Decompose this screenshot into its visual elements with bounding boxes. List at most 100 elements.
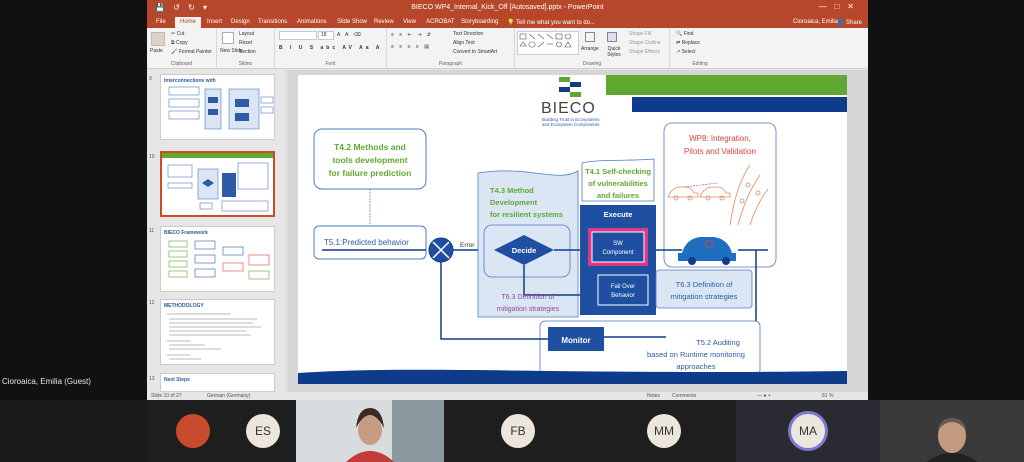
footer-wave — [298, 369, 847, 384]
menu-acrobat[interactable]: ACROBAT — [426, 19, 455, 25]
thumb-diagram — [168, 86, 274, 130]
copy-label: Copy — [175, 40, 188, 46]
copy-button[interactable]: ⧉ Copy — [171, 40, 188, 46]
drawing-caption: Drawing — [582, 61, 602, 67]
participant-video-tile[interactable] — [880, 400, 1024, 462]
t52-line-2: based on Runtime monitoring — [647, 350, 745, 359]
participant-tile[interactable]: MM — [592, 400, 736, 462]
thumb-text-lines — [167, 313, 261, 360]
t52-line-1: T5.2 Auditing — [696, 338, 740, 347]
shape-effects-button[interactable]: Shape Effects — [629, 49, 661, 55]
header-green-bar — [606, 75, 847, 95]
language-indicator[interactable]: German (Germany) — [207, 393, 251, 399]
person-video-icon — [880, 400, 1024, 462]
participant-video-tile[interactable] — [296, 400, 444, 462]
monitor-to-junction-arrow — [440, 262, 548, 340]
share-button[interactable]: 👤 Share — [836, 20, 862, 26]
powerpoint-window: 💾 ↺ ↻ ▾ BIECO WP4_Internal_Kick_Off [Aut… — [147, 0, 868, 400]
shapes-gallery[interactable] — [517, 31, 579, 55]
menu-transitions[interactable]: Transitions — [258, 19, 288, 25]
font-group: 18 A A ⌫ B I U S abc AV Aa A Font — [275, 28, 387, 69]
error-label: Error — [460, 242, 475, 249]
monitor-label: Monitor — [561, 336, 590, 345]
v2v-link — [683, 182, 719, 188]
menu-view[interactable]: View — [403, 19, 416, 25]
tell-me-search[interactable]: 💡 Tell me what you want to do... — [507, 20, 596, 26]
t63-right-line-2: mitigation strategies — [671, 292, 738, 301]
section-button[interactable]: Section — [239, 49, 256, 55]
find-button[interactable]: 🔍 Find — [676, 31, 694, 37]
menu-animations[interactable]: Animations — [297, 19, 327, 25]
list-icons[interactable]: ≡ ≡ ⇤ ⇥ ⇵ — [391, 32, 433, 38]
find-label: Find — [683, 31, 694, 37]
align-icons[interactable]: ≡ ≡ ≡ ≡ ▤ — [391, 44, 431, 50]
thumbnail-slide-13[interactable]: Next Steps — [160, 373, 275, 392]
logo-subtitle-2: and Ecosystem Components — [542, 122, 600, 127]
text-direction-button[interactable]: Text Direction — [453, 31, 484, 37]
t43-line-2: Development — [490, 198, 538, 207]
thumbnail-slide-10[interactable] — [160, 151, 275, 217]
execute-label: Execute — [604, 210, 633, 219]
thumbnail-slide-11[interactable]: BIECO Framework — [160, 226, 275, 292]
new-slide-icon[interactable] — [222, 32, 234, 44]
participant-tile-speaking[interactable]: MA — [736, 400, 880, 462]
shapes-gallery-icons — [519, 33, 572, 48]
shape-fill-button[interactable]: Shape Fill — [629, 31, 652, 37]
editing-caption: Editing — [692, 61, 708, 67]
notes-button[interactable]: Notes — [647, 393, 661, 399]
participant-tile[interactable]: FB — [444, 400, 592, 462]
menu-review[interactable]: Review — [374, 19, 394, 25]
align-text-button[interactable]: Align Text — [453, 40, 475, 46]
format-painter-label: Format Painter — [178, 49, 212, 55]
menu-insert[interactable]: Insert — [207, 19, 223, 25]
font-size-box[interactable]: 18 — [318, 31, 334, 40]
select-button[interactable]: ↗ Select — [676, 49, 696, 55]
menu-file[interactable]: File — [156, 19, 166, 25]
arrange-label[interactable]: Arrange — [581, 46, 599, 52]
shape-outline-button[interactable]: Shape Outline — [629, 40, 661, 46]
comments-button[interactable]: Comments — [672, 393, 697, 399]
menu-storyboarding[interactable]: Storyboarding — [461, 19, 499, 25]
menu-slide-show[interactable]: Slide Show — [337, 19, 368, 25]
menu-home[interactable]: Home — [175, 17, 202, 28]
menu-design[interactable]: Design — [231, 19, 250, 25]
decide-diamond — [494, 235, 554, 265]
menu-bar: File Home Insert Design Transitions Anim… — [147, 17, 868, 28]
layout-button[interactable]: Layout — [239, 31, 255, 37]
quick-styles-label[interactable]: Quick Styles — [607, 46, 621, 58]
font-name-box[interactable] — [279, 31, 317, 40]
slide-counter: Slide 10 of 27 — [151, 393, 182, 399]
participant-tile[interactable]: ES — [148, 400, 296, 462]
sw-component-box[interactable] — [591, 231, 645, 263]
thumb-title: Next Steps — [164, 377, 190, 383]
arrange-icon[interactable] — [585, 32, 595, 42]
window-title: BIECO WP4_Internal_Kick_Off [Autosaved].… — [411, 4, 604, 11]
thumb-number: 11 — [149, 228, 155, 234]
slide-canvas[interactable]: BIECO Building Trust in Ecosystems and E… — [298, 75, 847, 384]
paste-icon[interactable] — [151, 32, 165, 46]
quick-access-icons[interactable]: 💾 ↺ ↻ ▾ — [155, 3, 211, 12]
t41-line-2: of vulnerabilities — [588, 179, 648, 188]
cut-button[interactable]: ✂ Cut — [171, 31, 185, 37]
format-painter-button[interactable]: 🖌 Format Painter — [171, 49, 212, 55]
thumbnail-slide-9[interactable]: Interconnections with — [160, 74, 275, 140]
font-style-icons[interactable]: B I U S abc AV Aa A — [279, 45, 383, 51]
replace-button[interactable]: ⇄ Replace — [676, 40, 700, 46]
participant-avatar: MM — [647, 414, 681, 448]
window-controls[interactable]: —□✕ — [818, 2, 862, 11]
thumbnail-slide-12[interactable]: METHODOLOGY — [160, 299, 275, 365]
quick-styles-icon[interactable] — [607, 32, 617, 42]
font-grow-shrink-icons[interactable]: A A ⌫ — [337, 32, 363, 38]
wp8-line-1: WP8: Integration, — [689, 134, 751, 143]
zoom-slider[interactable]: — ● + — [757, 393, 771, 399]
thumb-title: Interconnections with — [164, 78, 216, 84]
reset-button[interactable]: Reset — [239, 40, 253, 46]
paste-label[interactable]: Paste — [150, 48, 163, 54]
clipboard-group: Paste ✂ Cut ⧉ Copy 🖌 Format Painter Clip… — [147, 28, 217, 69]
signed-in-user[interactable]: Cioroaica, Emilia — [792, 19, 838, 25]
thumbnail-scrollbar[interactable] — [285, 70, 288, 392]
zoom-level[interactable]: 81 % — [822, 393, 834, 399]
smartart-button[interactable]: Convert to SmartArt — [453, 49, 498, 55]
clipboard-caption: Clipboard — [170, 61, 193, 67]
new-slide-label[interactable]: New Slide — [220, 48, 243, 54]
